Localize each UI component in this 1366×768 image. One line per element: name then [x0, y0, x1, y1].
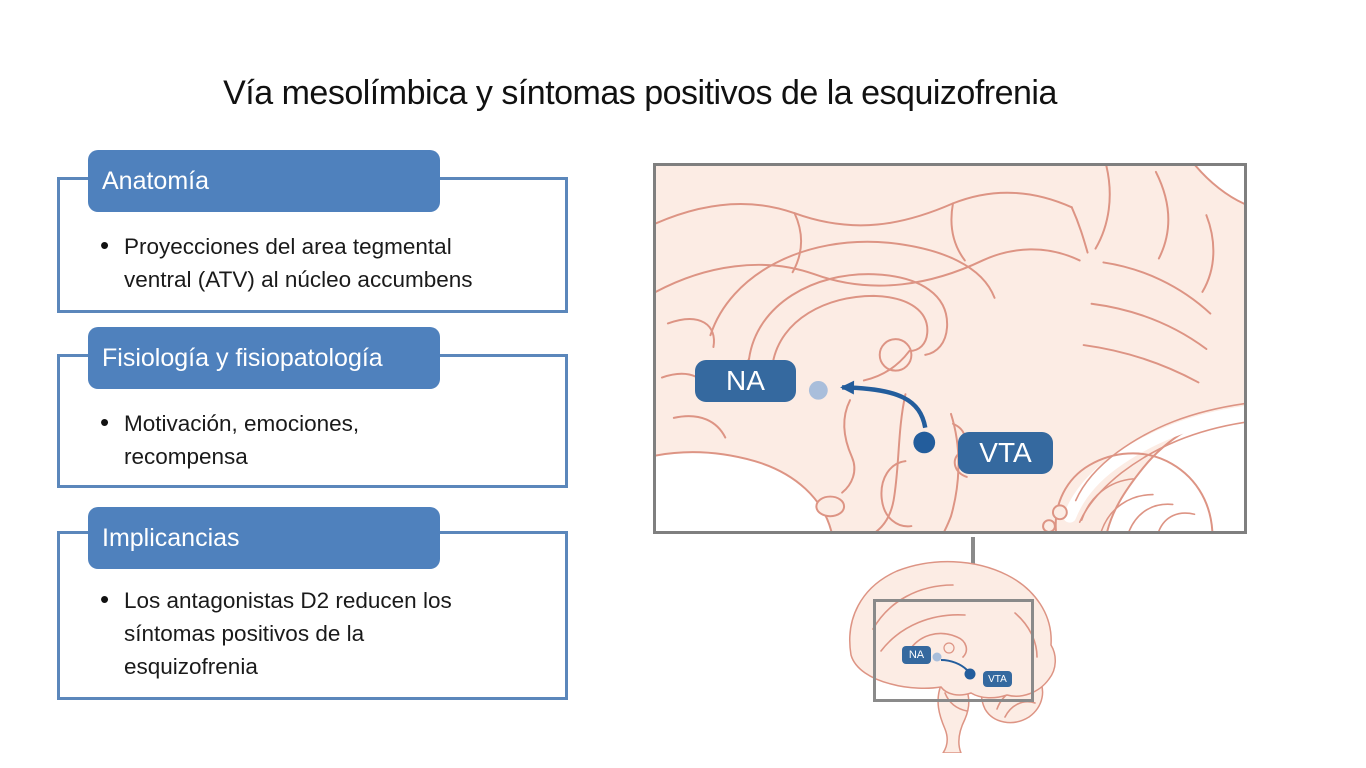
axon-terminal-dot	[808, 380, 828, 400]
bullet-item: Proyecciones del area tegmental ventral …	[100, 229, 543, 296]
inset-na-label: NA	[902, 646, 931, 664]
brain-illustration	[656, 166, 1244, 531]
section-body: Los antagonistas D2 reducen los síntomas…	[100, 583, 543, 683]
vta-label: VTA	[958, 432, 1053, 474]
slide-title: Vía mesolímbica y síntomas positivos de …	[223, 74, 1057, 112]
section-header-fisiologia: Fisiología y fisiopatología	[88, 327, 440, 389]
inset-pathway	[940, 659, 968, 671]
inset-vta-label: VTA	[983, 671, 1012, 687]
section-header-implicancias: Implicancias	[88, 507, 440, 569]
vta-neuron-dot	[913, 431, 936, 454]
inset-neuron-dot	[964, 668, 976, 680]
inset-brain	[849, 560, 1056, 753]
na-label: NA	[695, 360, 796, 402]
inset-zoom-frame	[873, 599, 1034, 702]
section-body: Motivación, emociones, recompensa	[100, 406, 543, 473]
bullet-item: Motivación, emociones, recompensa	[100, 406, 543, 473]
section-header-anatomia: Anatomía	[88, 150, 440, 212]
inset-terminal-dot	[932, 652, 942, 662]
pathway-arrow	[840, 380, 928, 429]
section-body: Proyecciones del area tegmental ventral …	[100, 229, 543, 296]
diagram-frame: NA VTA	[653, 163, 1247, 534]
bullet-item: Los antagonistas D2 reducen los síntomas…	[100, 583, 543, 683]
